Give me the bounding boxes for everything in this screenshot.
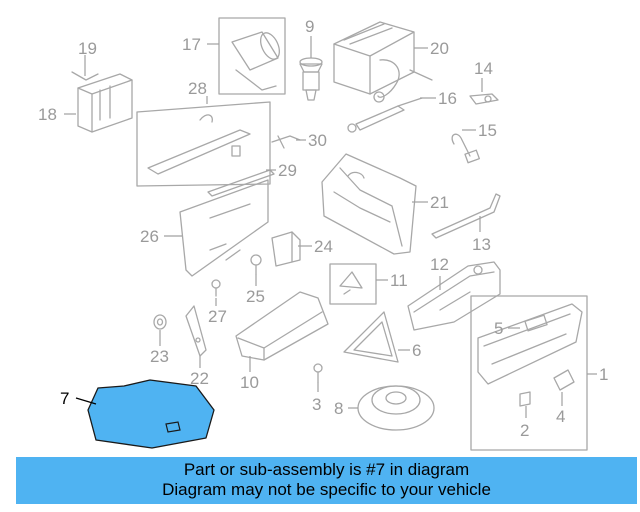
info-banner: Part or sub-assembly is #7 in diagram Di… — [16, 457, 637, 504]
part-22-strap — [185, 305, 207, 357]
part-10-cover — [235, 291, 329, 361]
callout-15: 15 — [478, 121, 497, 140]
callout-2: 2 — [520, 421, 529, 440]
callout-11: 11 — [390, 271, 408, 290]
callout-3: 3 — [312, 395, 321, 414]
part-27-clip — [211, 279, 221, 297]
part-11-box — [329, 263, 377, 305]
callout-8: 8 — [334, 399, 343, 418]
callout-24: 24 — [314, 237, 333, 256]
banner-line-1: Part or sub-assembly is #7 in diagram — [183, 460, 470, 479]
callout-18: 18 — [38, 105, 57, 124]
callout-22: 22 — [190, 369, 209, 388]
part-15-hook — [451, 133, 480, 164]
part-25-clip — [250, 254, 262, 275]
part-29-strip — [207, 169, 275, 197]
part-14-clip — [469, 93, 499, 105]
callout-13: 13 — [472, 235, 491, 254]
banner-line-2: Diagram may not be specific to your vehi… — [162, 480, 491, 499]
lead-7 — [75, 397, 97, 405]
callout-14: 14 — [474, 59, 493, 78]
part-28-bracket — [136, 101, 271, 187]
part-23-grommet — [153, 314, 167, 330]
callout-23: 23 — [150, 347, 169, 366]
callout-21: 21 — [430, 193, 449, 212]
part-9-valve — [299, 57, 323, 101]
part-21-tray — [321, 153, 417, 255]
callout-16: 16 — [438, 89, 457, 108]
callout-1: 1 — [599, 365, 608, 384]
part-3-bolt — [313, 363, 323, 383]
part-18-19-box — [71, 71, 133, 133]
part-13-rod — [431, 193, 501, 239]
callout-29: 29 — [278, 161, 297, 180]
part-8-holder — [357, 385, 435, 431]
callout-19: 19 — [78, 39, 97, 58]
callout-5: 5 — [494, 319, 503, 338]
part-12-jack — [407, 261, 501, 331]
callout-9: 9 — [305, 17, 314, 36]
callout-10: 10 — [240, 373, 259, 392]
part-24-bracket — [271, 231, 301, 267]
callout-4: 4 — [556, 407, 565, 426]
part-7-floor-mat[interactable] — [87, 379, 215, 449]
callout-30: 30 — [308, 131, 327, 150]
callout-17: 17 — [182, 35, 201, 54]
callout-26: 26 — [140, 227, 159, 246]
callout-7: 7 — [60, 389, 69, 408]
callout-28: 28 — [188, 79, 207, 98]
callout-6: 6 — [412, 341, 421, 360]
part-17-canister — [218, 17, 286, 95]
part-6-triangle — [343, 311, 399, 363]
part-1-assembly — [470, 295, 588, 451]
part-20-compressor — [333, 21, 433, 103]
part-26-panel — [179, 179, 269, 277]
callout-12: 12 — [430, 255, 449, 274]
part-16-tool — [347, 97, 423, 133]
part-30-bracket — [271, 135, 301, 149]
callout-25: 25 — [246, 287, 265, 306]
callout-20: 20 — [430, 39, 449, 58]
callout-27: 27 — [208, 307, 227, 326]
